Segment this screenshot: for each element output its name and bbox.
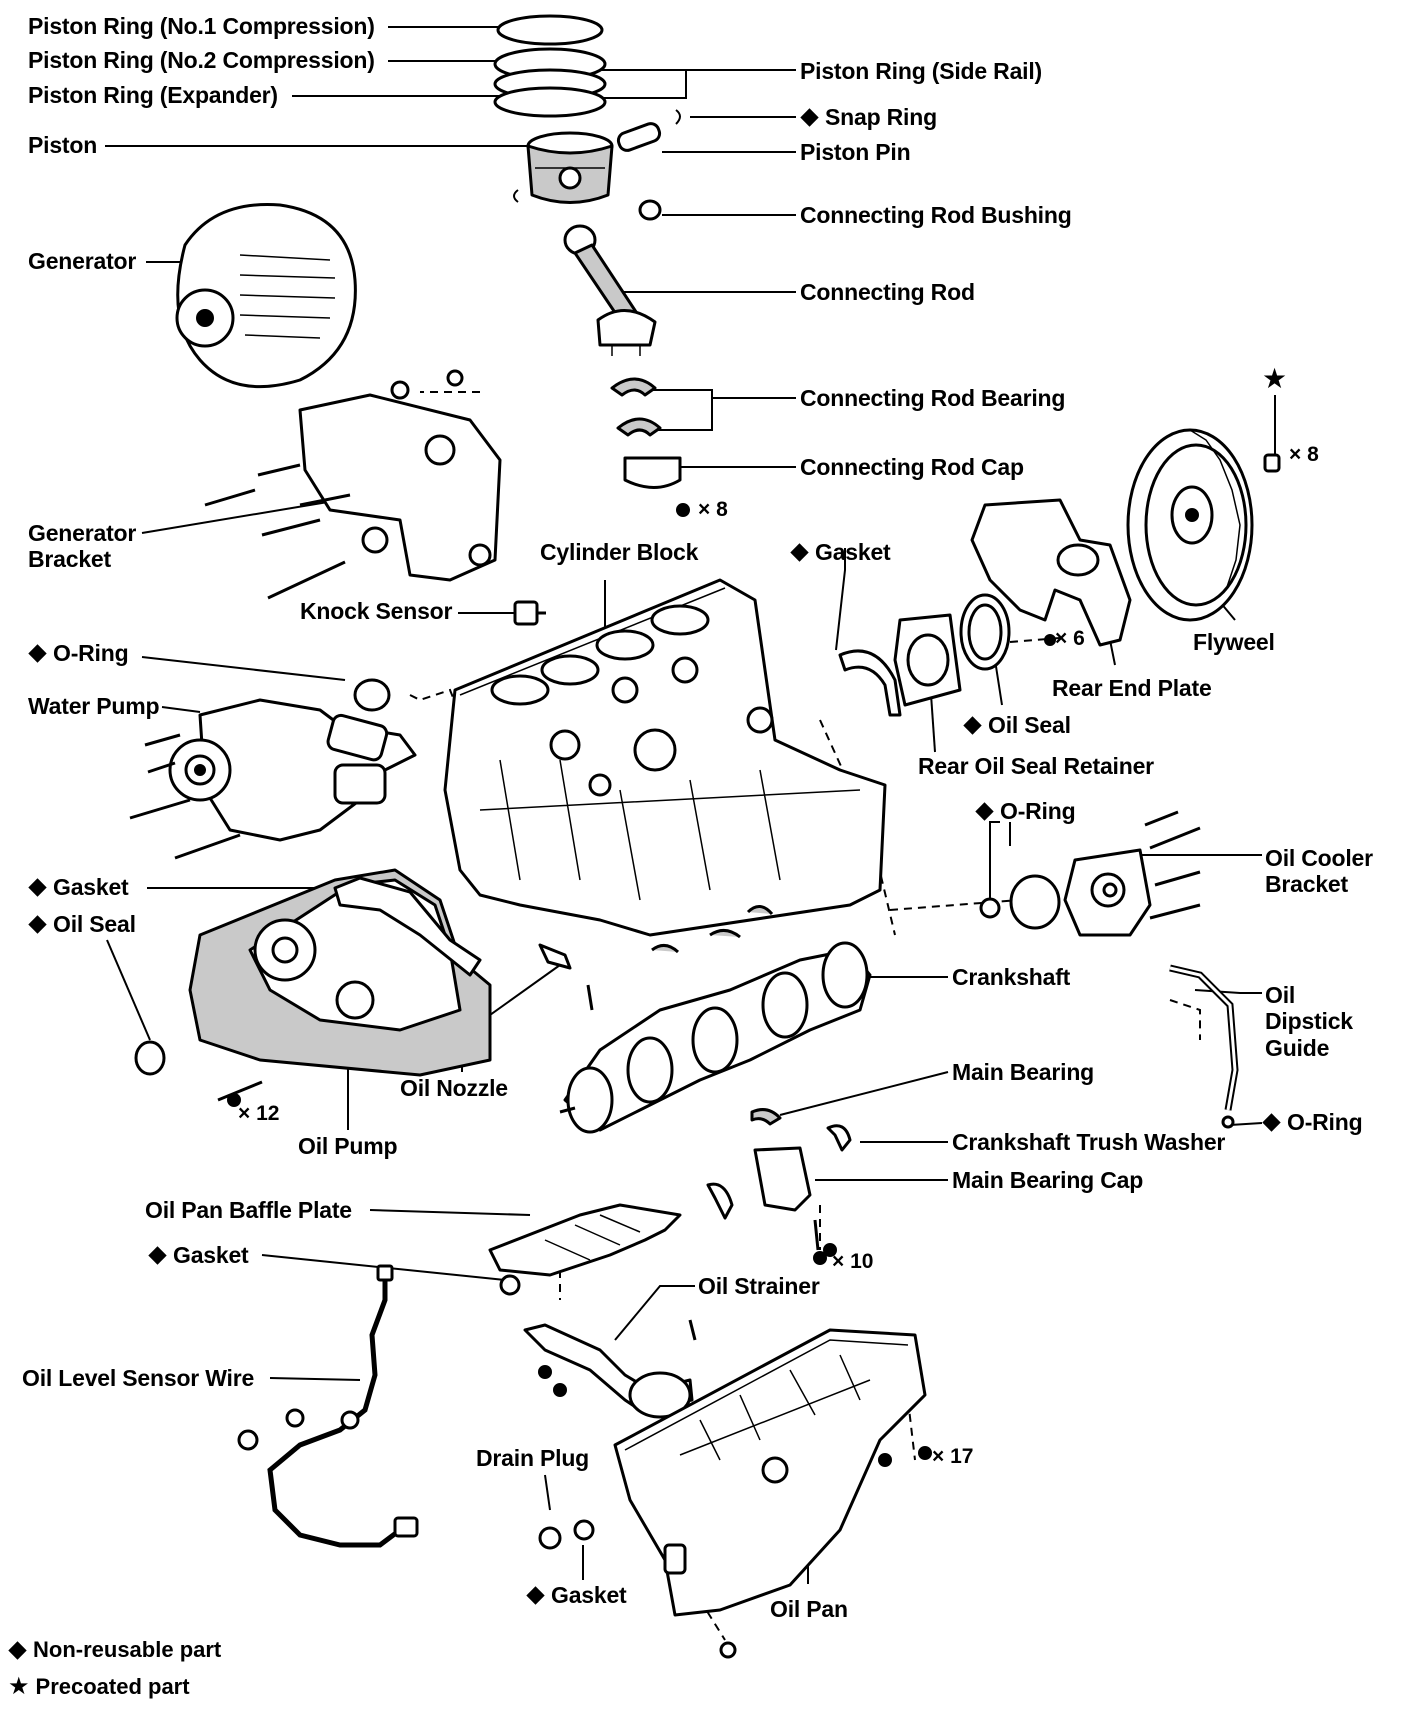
label-generator-bracket: Generator Bracket [28,520,137,573]
non-reusable-diamond-icon [975,802,994,822]
label-piston-pin: Piston Pin [800,139,911,165]
bolt-tips [227,634,1056,1257]
label-main-bearing: Main Bearing [952,1059,1095,1085]
qty-rod-cap-nuts: × 8 [698,498,728,521]
rear-end-plate-part [970,498,1132,647]
label-piston-ring-no2: Piston Ring (No.2 Compression) [28,47,375,73]
piston-rings [493,14,607,118]
oil-level-sensor-wire-part [237,1264,419,1548]
label-o-ring-dipstick: O-Ring [1262,1111,1363,1134]
precoated-star-icon: ★ [1262,363,1288,394]
label-generator: Generator [28,248,137,274]
label-oil-strainer: Oil Strainer [698,1273,820,1299]
label-rear-end-plate: Rear End Plate [1052,675,1212,701]
label-piston-ring-expander: Piston Ring (Expander) [28,82,278,108]
qty-oil-pan-bolts: × 17 [932,1445,974,1468]
label-piston-ring-side-rail: Piston Ring (Side Rail) [800,58,1043,84]
non-reusable-diamond-icon [1262,1113,1281,1133]
water-pump-part [129,678,417,860]
non-reusable-diamond-icon [526,1586,545,1606]
label-connecting-rod: Connecting Rod [800,279,975,305]
baffle-plate-part [488,1203,682,1296]
non-reusable-diamond-icon [28,644,47,664]
oil-dipstick-guide-part [1169,964,1239,1129]
crankshaft-part [538,905,872,1134]
label-piston: Piston [28,132,98,158]
label-gasket-baffle: Gasket [148,1244,249,1267]
non-reusable-diamond-icon [28,878,47,898]
flywheel-part [1126,428,1281,622]
generator-bracket-part [204,369,502,600]
non-reusable-diamond-icon [800,108,819,128]
rod-bearing-and-cap-parts [610,377,690,517]
piston-part [526,131,614,204]
label-drain-plug: Drain Plug [476,1445,590,1471]
rear-gasket-and-seal-parts [838,593,1011,717]
label-o-ring-oil-cooler: O-Ring [975,800,1076,823]
label-connecting-rod-cap: Connecting Rod Cap [800,454,1024,480]
connecting-rod-part [563,224,657,356]
precoated-star-icon: ★ [8,1673,30,1700]
non-reusable-diamond-icon [963,716,982,736]
oil-cooler-bracket-part [979,810,1201,937]
label-piston-ring-no1: Piston Ring (No.1 Compression) [28,13,375,39]
knock-sensor-part [513,600,546,626]
generator-part [175,203,357,389]
label-oil-cooler-bracket: Oil Cooler Bracket [1265,845,1373,898]
qty-rear-end-plate-bolts: × 6 [1055,627,1085,650]
label-oil-seal-front: Oil Seal [28,913,136,936]
non-reusable-diamond-icon [148,1246,167,1266]
cylinder-block-part [443,578,887,937]
label-main-bearing-cap: Main Bearing Cap [952,1167,1144,1193]
oil-pump-part [134,868,492,1102]
label-oil-pan: Oil Pan [770,1596,848,1622]
label-gasket-oil-pump: Gasket [28,876,129,899]
label-o-ring-water-pump: O-Ring [28,642,129,665]
label-flywheel: Flyweel [1193,629,1275,655]
label-crankshaft-thrust-washer: Crankshaft Trush Washer [952,1129,1226,1155]
non-reusable-diamond-icon [28,915,47,935]
label-connecting-rod-bearing: Connecting Rod Bearing [800,385,1066,411]
non-reusable-diamond-icon [8,1640,27,1660]
non-reusable-diamond-icon [790,543,809,563]
piston-pin-part [513,109,681,221]
label-rear-oil-seal-retainer: Rear Oil Seal Retainer [918,753,1154,779]
label-oil-level-sensor-wire: Oil Level Sensor Wire [22,1365,255,1391]
label-cylinder-block: Cylinder Block [540,539,699,565]
label-crankshaft: Crankshaft [952,964,1071,990]
label-connecting-rod-bushing: Connecting Rod Bushing [800,202,1072,228]
label-oil-dipstick-guide: Oil Dipstick Guide [1265,982,1353,1061]
label-oil-seal-rear: Oil Seal [963,714,1071,737]
qty-main-cap-bolts: × 10 [832,1250,874,1273]
label-knock-sensor: Knock Sensor [300,598,453,624]
label-gasket-rear: Gasket [790,541,891,564]
label-oil-pump: Oil Pump [298,1133,398,1159]
label-snap-ring: Snap Ring [800,106,937,129]
label-oil-pan-baffle-plate: Oil Pan Baffle Plate [145,1197,352,1223]
legend-precoated: ★Precoated part [8,1673,190,1700]
label-oil-nozzle: Oil Nozzle [400,1075,508,1101]
oil-strainer-part [523,1319,697,1419]
oil-pan-part [538,1328,932,1659]
label-gasket-drain: Gasket [526,1584,627,1607]
main-bearing-cap-parts [706,1108,852,1265]
legend-non-reusable: Non-reusable part [8,1637,221,1663]
qty-oil-pump-bolts: × 12 [238,1102,280,1125]
label-water-pump: Water Pump [28,693,160,719]
qty-flywheel-bolts: × 8 [1289,443,1319,466]
